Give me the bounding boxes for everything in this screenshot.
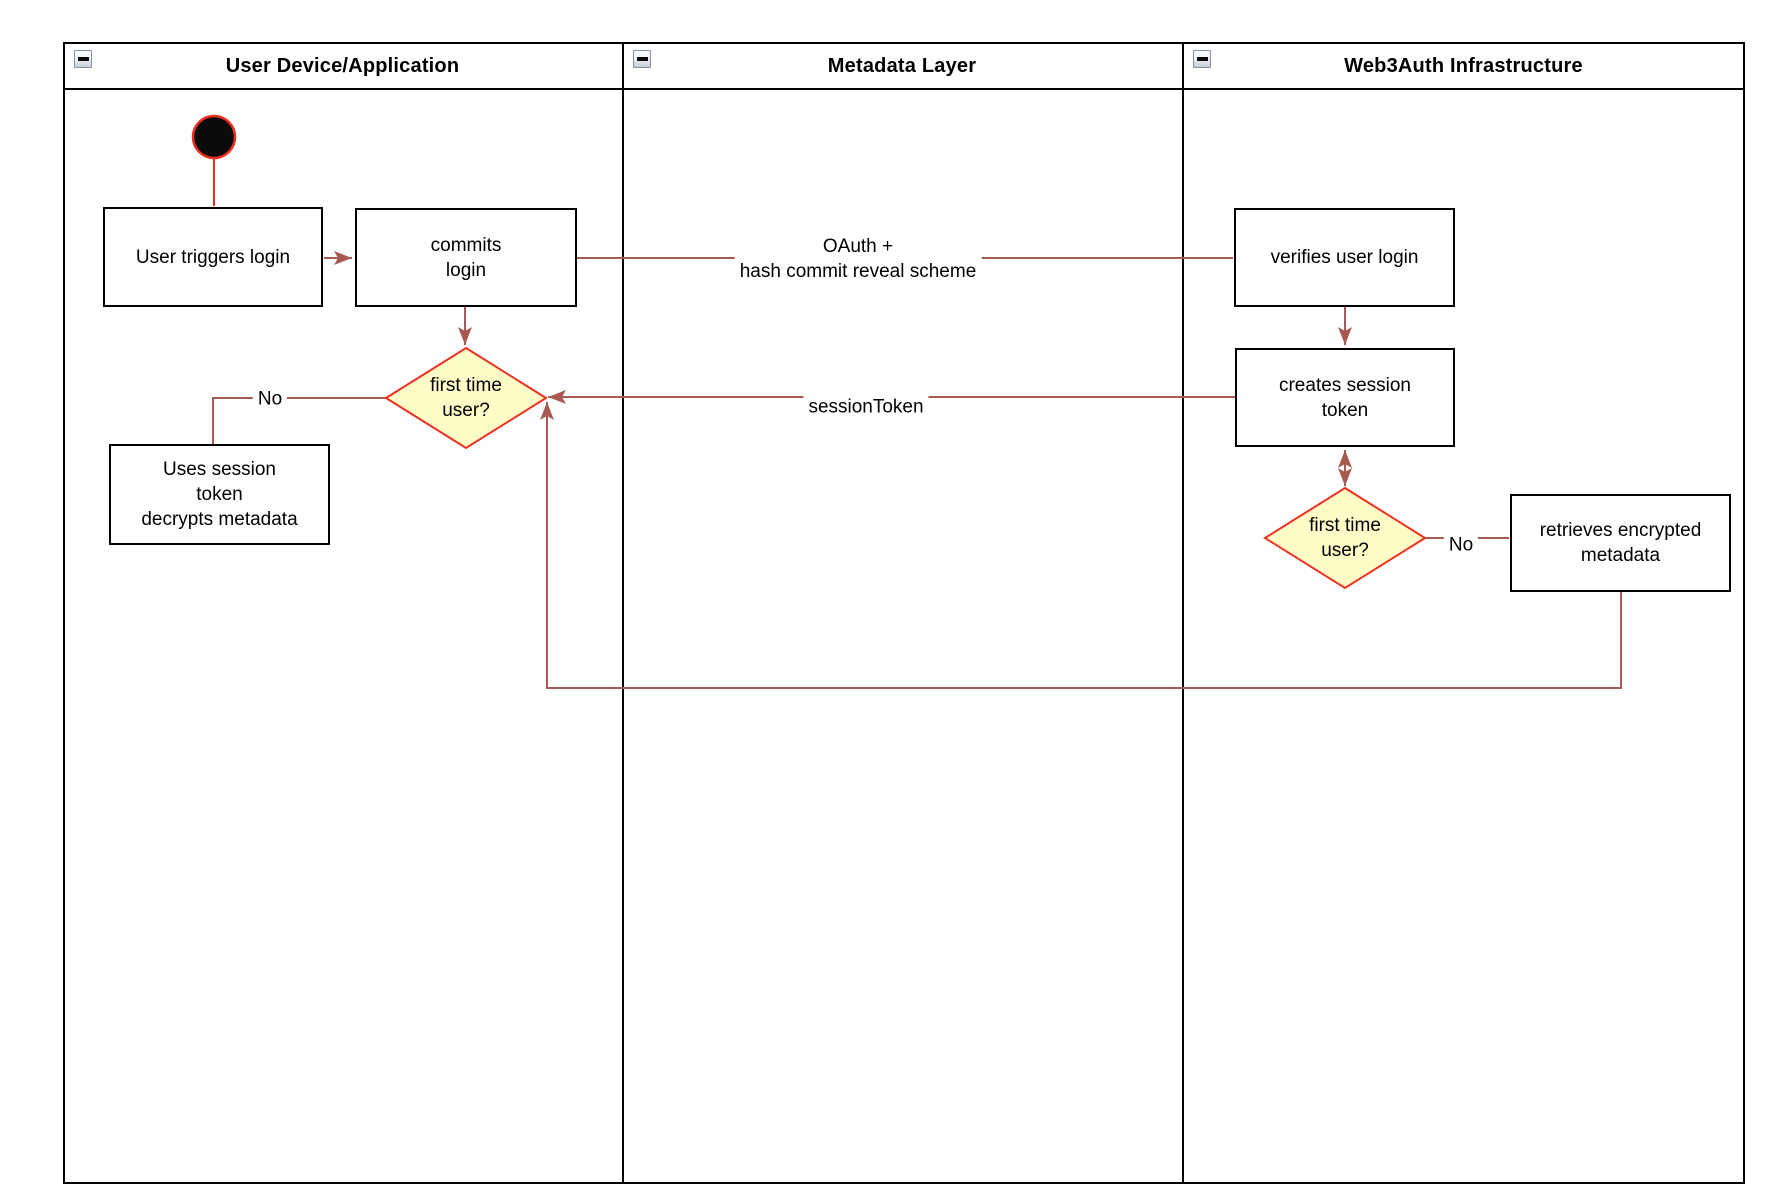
- minus-glyph: [1196, 57, 1208, 61]
- decision-label-device: first time user?: [430, 375, 502, 421]
- edge-label-oauth: OAuth + hash commit reveal scheme: [734, 233, 982, 285]
- node-creates-session-token[interactable]: creates session token: [1235, 348, 1455, 447]
- lane-separator-1: [622, 42, 624, 1184]
- node-uses-session-token[interactable]: Uses session token decrypts metadata: [109, 444, 330, 545]
- edge-label-no-device: No: [252, 385, 288, 413]
- node-verifies-user-login[interactable]: verifies user login: [1234, 208, 1455, 307]
- edge-label-no-infra: No: [1443, 531, 1479, 559]
- lane-header-metadata-layer[interactable]: Metadata Layer: [624, 44, 1180, 88]
- lane-title: Metadata Layer: [827, 54, 977, 77]
- node-retrieves-encrypted-metadata[interactable]: retrieves encrypted metadata: [1510, 494, 1731, 592]
- node-user-triggers-login[interactable]: User triggers login: [103, 207, 323, 307]
- edge-label-session-token: sessionToken: [803, 393, 929, 421]
- lane-separator-2: [1182, 42, 1184, 1184]
- lane-title: User Device/Application: [225, 54, 460, 77]
- lane-header-web3auth-infrastructure[interactable]: Web3Auth Infrastructure: [1184, 44, 1743, 88]
- decision-label-infra: first time user?: [1309, 515, 1381, 561]
- collapse-icon[interactable]: [1193, 50, 1211, 68]
- lane-title: Web3Auth Infrastructure: [1344, 54, 1583, 77]
- lane-header-user-device[interactable]: User Device/Application: [65, 44, 620, 88]
- node-commits-login[interactable]: commits login: [355, 208, 577, 307]
- minus-glyph: [77, 57, 89, 61]
- lane-header-underline: [63, 88, 1745, 90]
- collapse-icon[interactable]: [633, 50, 651, 68]
- minus-glyph: [636, 57, 648, 61]
- collapse-icon[interactable]: [74, 50, 92, 68]
